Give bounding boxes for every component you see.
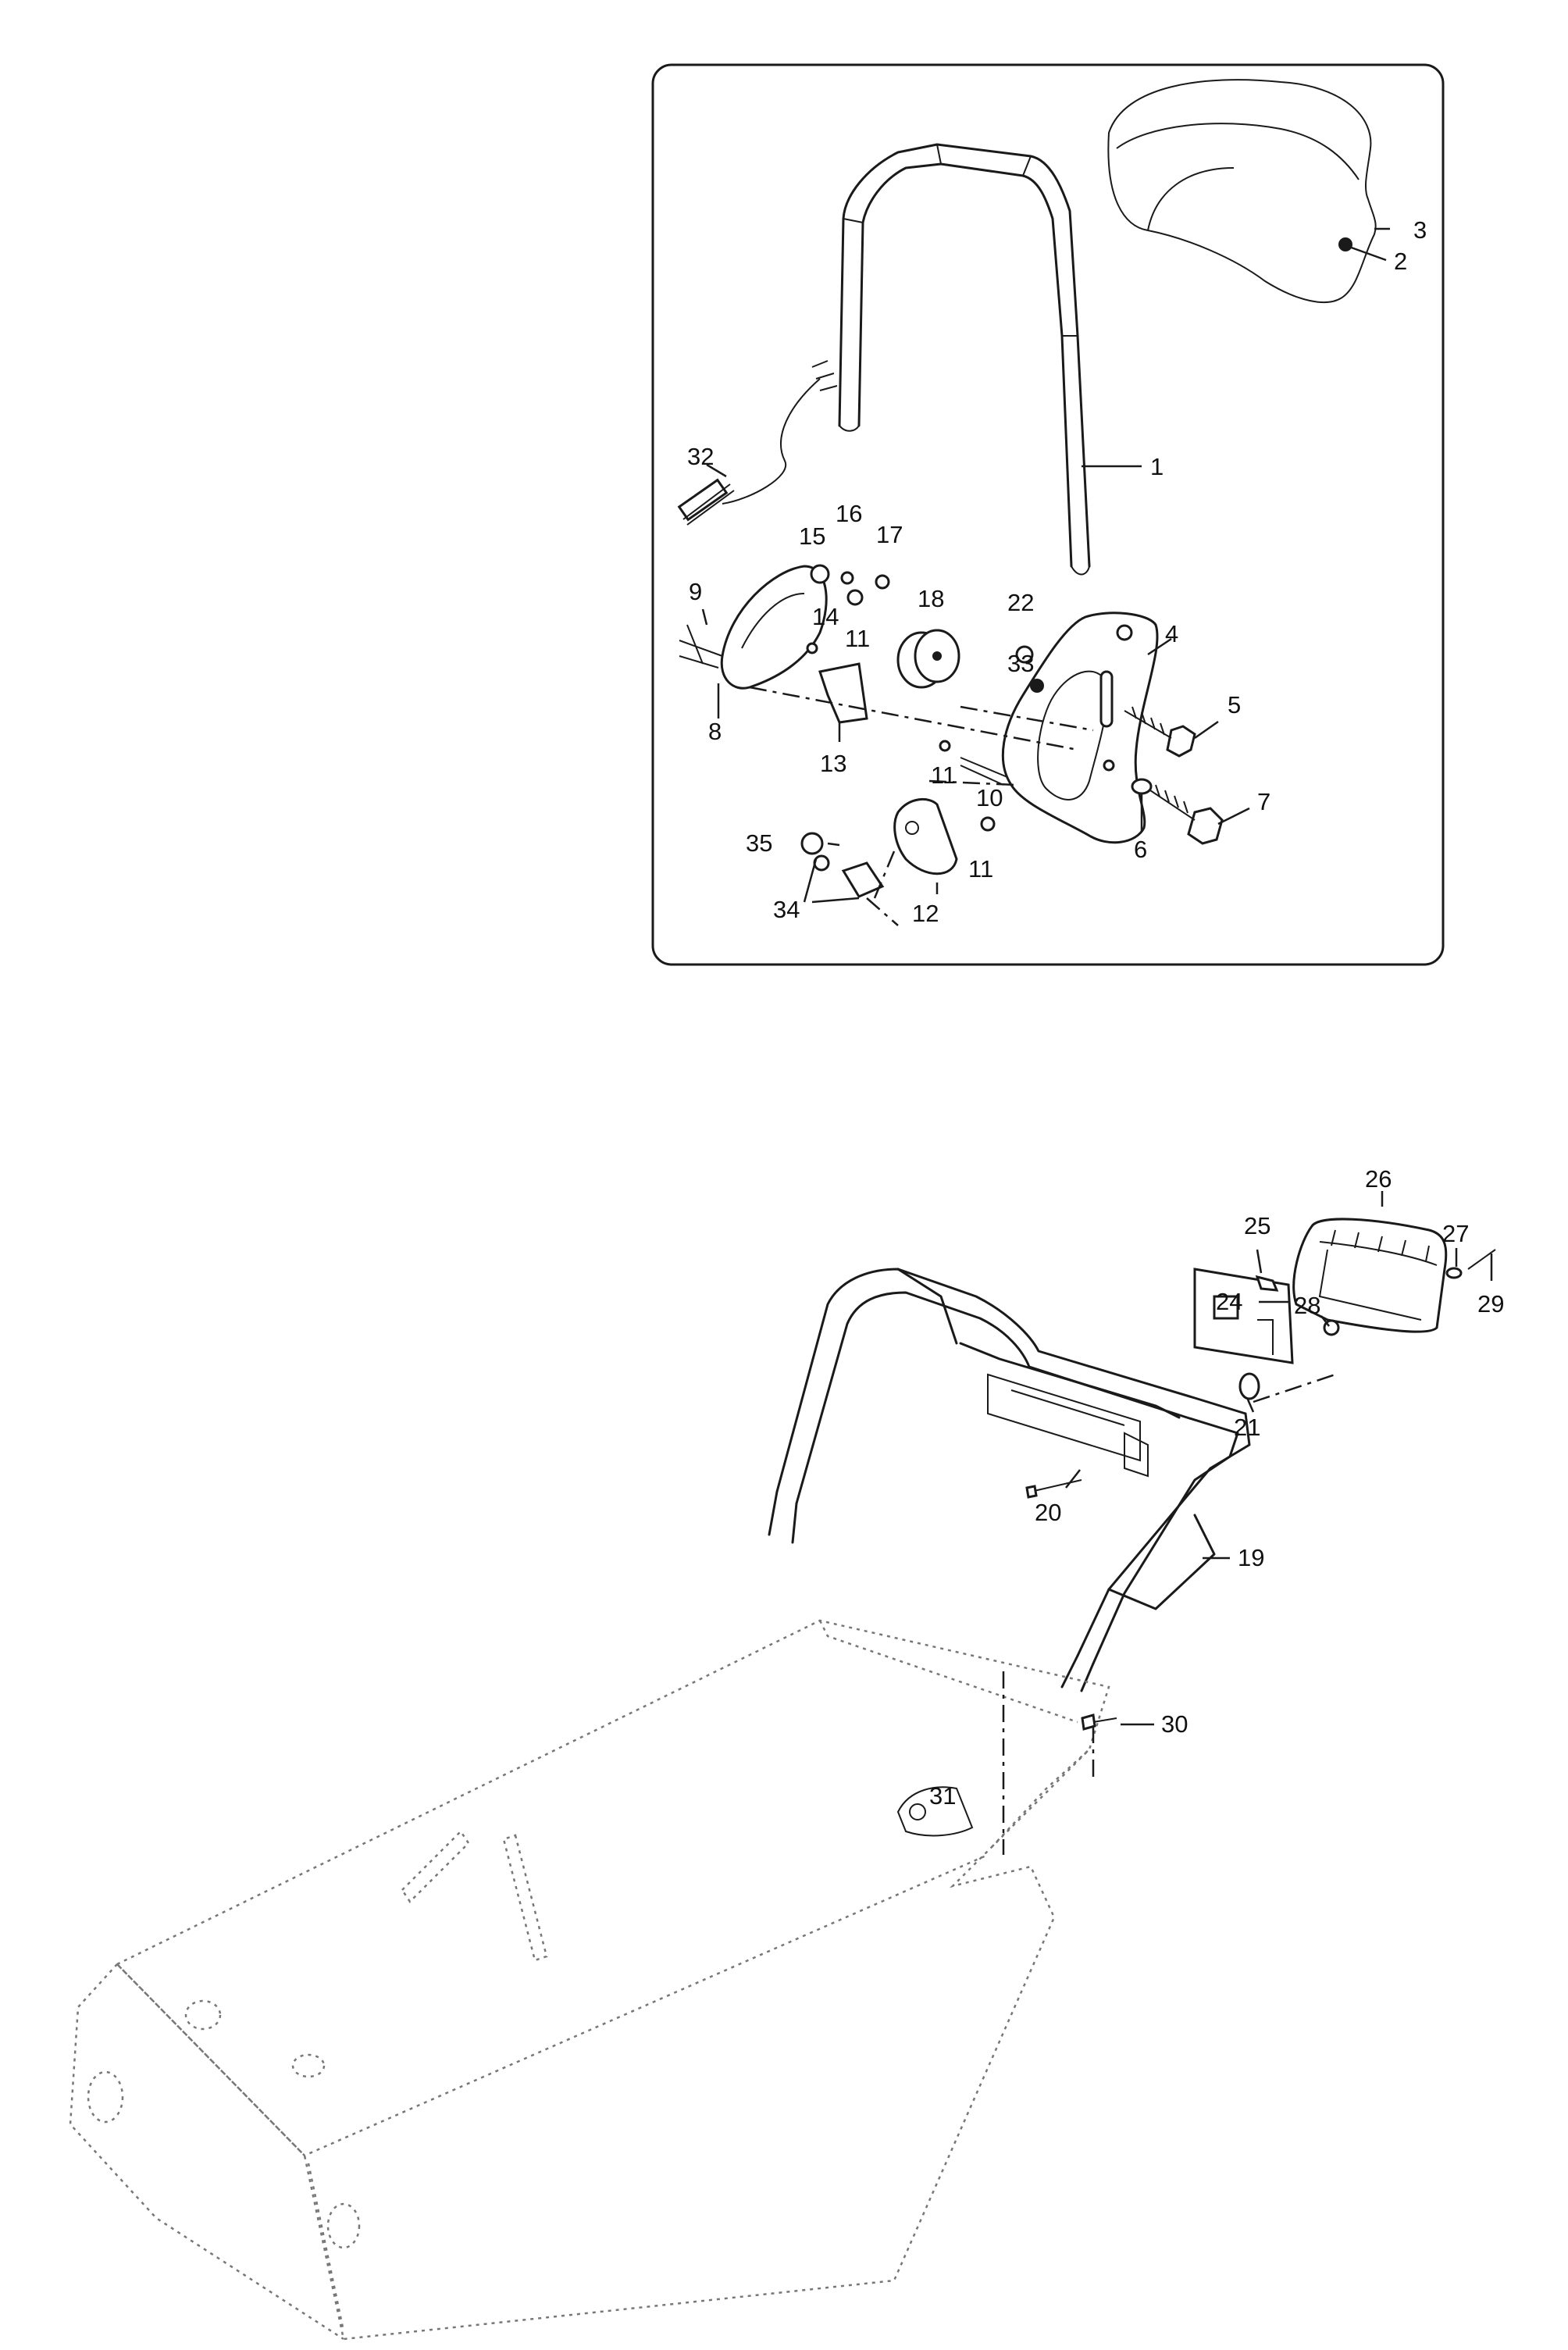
alignment-line-a — [749, 686, 1078, 751]
callout-30: 30 — [1161, 1710, 1188, 1738]
callout-27: 27 — [1442, 1220, 1469, 1247]
callout-1: 1 — [1150, 453, 1164, 480]
callout-26: 26 — [1365, 1165, 1392, 1193]
callout-3: 3 — [1413, 216, 1427, 244]
callout-14: 14 — [812, 603, 839, 630]
callout-13: 13 — [820, 750, 846, 777]
brush-part — [677, 360, 838, 526]
callout-5: 5 — [1228, 691, 1241, 719]
callout-19: 19 — [1238, 1544, 1264, 1571]
rack-frame — [768, 1268, 1251, 1692]
callout-11b: 11 — [931, 761, 956, 789]
callout-2: 2 — [1394, 248, 1407, 275]
detail-panel-frame — [651, 63, 1445, 966]
callout-29: 29 — [1477, 1290, 1504, 1318]
alignment-line-b — [960, 705, 1094, 732]
callout-31: 31 — [929, 1782, 956, 1810]
leader-lines — [701, 227, 1493, 1726]
roller-18 — [896, 629, 960, 689]
seat-cushion — [1107, 79, 1377, 303]
mounting-bracket — [1001, 612, 1159, 844]
callout-15: 15 — [799, 522, 825, 550]
callout-7: 7 — [1257, 788, 1270, 815]
callout-10: 10 — [976, 784, 1003, 811]
backrest-tube — [838, 143, 1091, 576]
small-parts-34-35 — [800, 832, 885, 898]
callout-24: 24 — [1216, 1288, 1242, 1315]
callout-11c: 11 — [968, 855, 993, 883]
seat-screw-dot — [1338, 237, 1352, 251]
callout-11a: 11 — [845, 625, 870, 652]
lamp-26 — [1292, 1218, 1448, 1333]
alignment-line-f — [1253, 1373, 1336, 1403]
callout-32: 32 — [687, 443, 714, 470]
callout-33: 33 — [1007, 650, 1034, 677]
callout-16: 16 — [836, 500, 862, 527]
callout-17: 17 — [876, 521, 903, 548]
cover-12 — [893, 797, 958, 875]
holder-part-8 — [679, 565, 828, 690]
callout-6: 6 — [1134, 836, 1147, 863]
callout-35: 35 — [746, 829, 772, 857]
alignment-line-c — [866, 850, 899, 926]
callout-34: 34 — [773, 896, 800, 923]
fasteners — [806, 564, 1034, 832]
plate-24 — [1193, 1268, 1294, 1364]
knob-5 — [1124, 706, 1196, 758]
callout-18: 18 — [918, 585, 944, 612]
callout-12: 12 — [912, 900, 939, 927]
callout-labels: 1 2 3 4 5 6 7 8 9 10 11 11 11 12 13 14 1… — [687, 216, 1504, 1810]
callout-21: 21 — [1234, 1414, 1260, 1441]
callout-25: 25 — [1244, 1212, 1270, 1239]
lower-fasteners — [1025, 1249, 1496, 1731]
callout-8: 8 — [708, 718, 722, 745]
callout-4: 4 — [1165, 620, 1178, 647]
callout-20: 20 — [1035, 1499, 1061, 1526]
chassis-outline — [69, 1619, 1110, 2341]
alignment-line-d — [928, 779, 1016, 786]
callout-22: 22 — [1007, 589, 1034, 616]
callout-28: 28 — [1294, 1292, 1320, 1319]
knob-7 — [1131, 778, 1224, 845]
callout-9: 9 — [689, 578, 702, 605]
